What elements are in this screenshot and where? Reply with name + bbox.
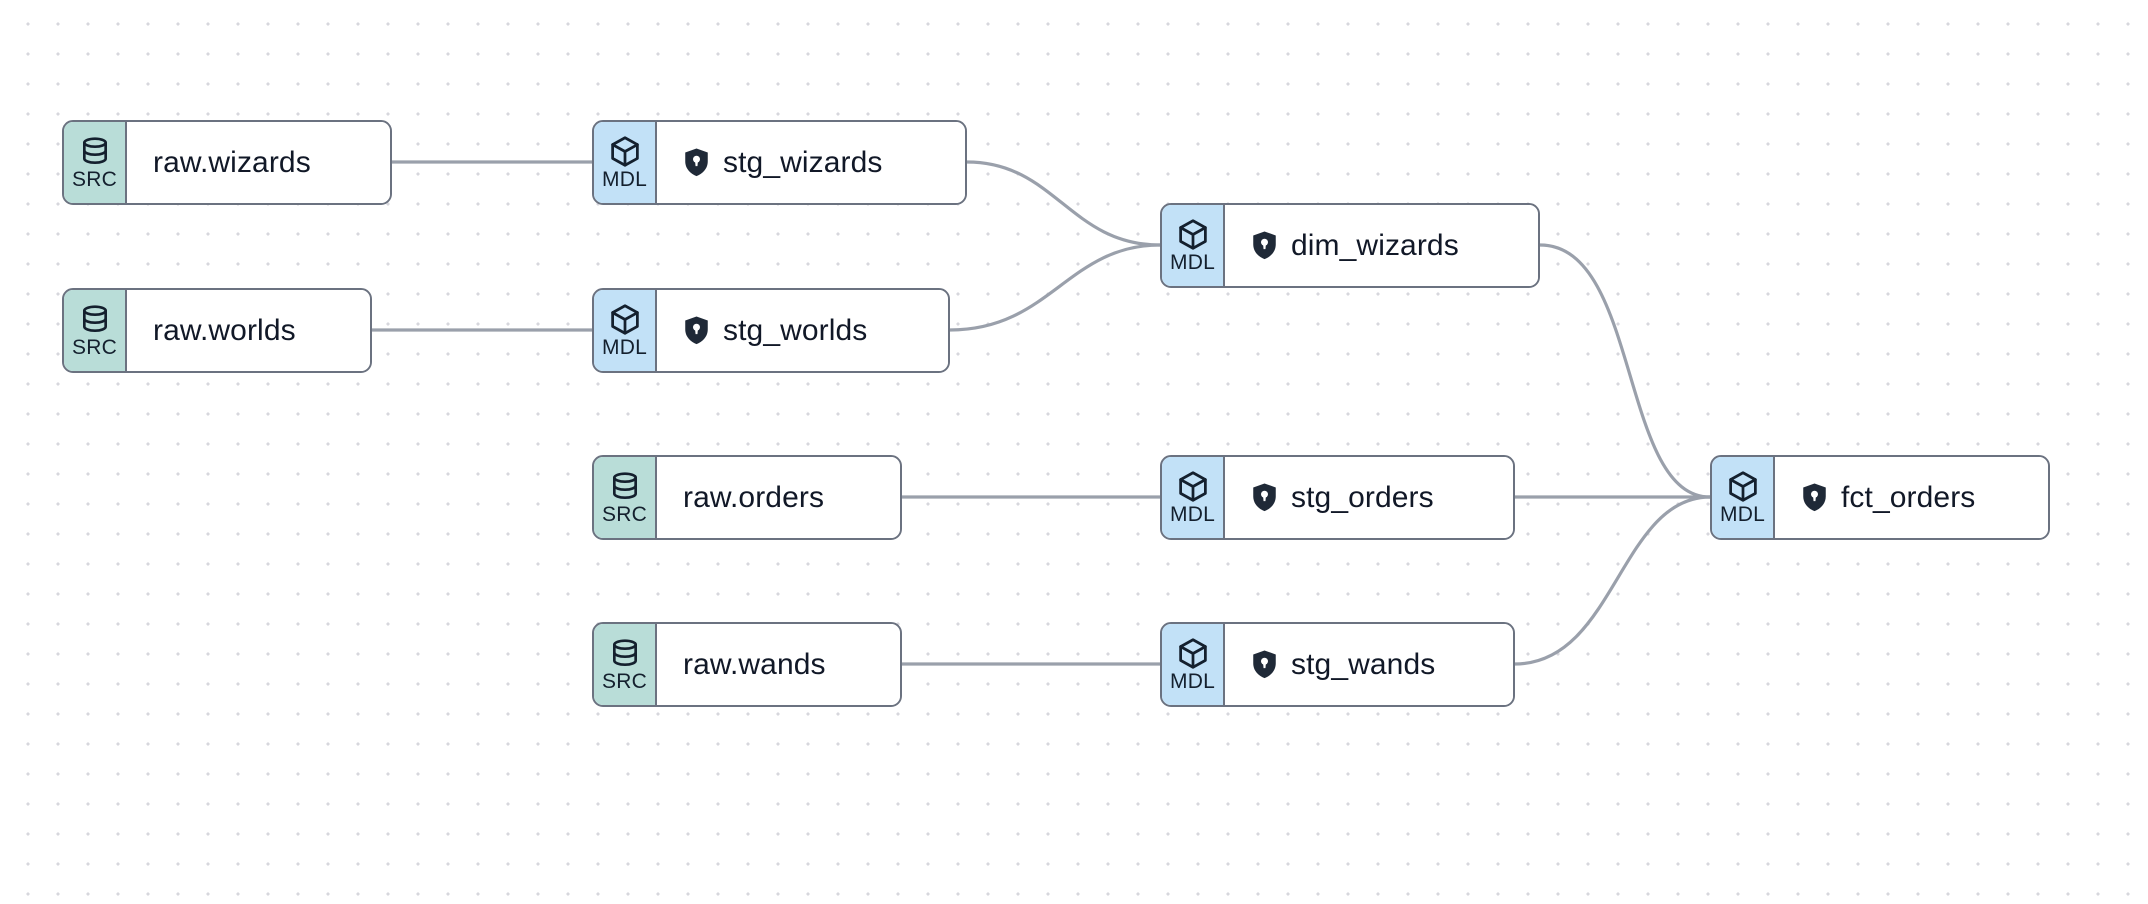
node-body: fct_orders [1775, 457, 2048, 538]
node-body: dim_wizards [1225, 205, 1538, 286]
node-label: raw.worlds [153, 313, 296, 347]
node-fct_orders[interactable]: MDL fct_orders [1710, 455, 2050, 540]
node-badge-model: MDL [1712, 457, 1775, 538]
edge-stg_worlds-to-dim_wizards[interactable] [948, 243, 1162, 332]
node-badge-label: MDL [1170, 251, 1215, 274]
cube-icon [610, 304, 639, 335]
database-icon [82, 304, 107, 332]
edge-dim_wizards-to-fct_orders[interactable] [1538, 243, 1712, 499]
node-badge-label: MDL [1170, 503, 1215, 526]
node-stg_wands[interactable]: MDL stg_wands [1160, 622, 1515, 707]
node-body: stg_wands [1225, 624, 1513, 705]
edge-stg_wizards-to-dim_wizards[interactable] [965, 160, 1162, 247]
node-body: raw.worlds [127, 290, 370, 371]
shield-lock-icon [1253, 483, 1276, 512]
node-badge-source: SRC [594, 457, 657, 538]
cube-icon [1178, 638, 1207, 669]
node-dim_wizards[interactable]: MDL dim_wizards [1160, 203, 1540, 288]
node-badge-label: MDL [1720, 503, 1765, 526]
shield-lock-icon [1253, 231, 1276, 260]
node-label: stg_orders [1291, 480, 1434, 514]
node-body: stg_wizards [657, 122, 965, 203]
node-badge-model: MDL [594, 290, 657, 371]
node-raw_wands[interactable]: SRC raw.wands [592, 622, 902, 707]
node-label: dim_wizards [1291, 228, 1459, 262]
node-label: stg_worlds [723, 313, 868, 347]
node-body: stg_orders [1225, 457, 1513, 538]
database-icon [612, 471, 637, 499]
node-badge-label: MDL [602, 168, 647, 191]
node-badge-source: SRC [64, 290, 127, 371]
node-raw_worlds[interactable]: SRC raw.worlds [62, 288, 372, 373]
node-body: raw.wands [657, 624, 900, 705]
database-icon [612, 638, 637, 666]
node-label: raw.orders [683, 480, 825, 514]
node-body: raw.wizards [127, 122, 390, 203]
database-icon [82, 136, 107, 164]
shield-lock-icon [685, 316, 708, 345]
shield-lock-icon [685, 148, 708, 177]
cube-icon [1728, 471, 1757, 502]
node-label: raw.wizards [153, 145, 311, 179]
shield-lock-icon [1803, 483, 1826, 512]
node-badge-label: MDL [602, 336, 647, 359]
node-badge-label: SRC [72, 335, 117, 359]
node-stg_worlds[interactable]: MDL stg_worlds [592, 288, 950, 373]
node-label: fct_orders [1841, 480, 1976, 514]
edge-stg_wands-to-fct_orders[interactable] [1513, 495, 1712, 666]
node-badge-label: SRC [602, 502, 647, 526]
node-badge-label: SRC [72, 167, 117, 191]
cube-icon [610, 136, 639, 167]
node-badge-source: SRC [64, 122, 127, 203]
node-label: stg_wizards [723, 145, 883, 179]
node-badge-model: MDL [1162, 457, 1225, 538]
node-label: raw.wands [683, 647, 826, 681]
node-badge-model: MDL [1162, 205, 1225, 286]
node-stg_orders[interactable]: MDL stg_orders [1160, 455, 1515, 540]
node-badge-label: SRC [602, 669, 647, 693]
cube-icon [1178, 471, 1207, 502]
node-raw_wizards[interactable]: SRC raw.wizards [62, 120, 392, 205]
node-raw_orders[interactable]: SRC raw.orders [592, 455, 902, 540]
node-label: stg_wands [1291, 647, 1436, 681]
node-body: raw.orders [657, 457, 900, 538]
node-badge-model: MDL [594, 122, 657, 203]
node-badge-model: MDL [1162, 624, 1225, 705]
node-badge-source: SRC [594, 624, 657, 705]
node-badge-label: MDL [1170, 670, 1215, 693]
node-body: stg_worlds [657, 290, 948, 371]
shield-lock-icon [1253, 650, 1276, 679]
node-stg_wizards[interactable]: MDL stg_wizards [592, 120, 967, 205]
cube-icon [1178, 219, 1207, 250]
